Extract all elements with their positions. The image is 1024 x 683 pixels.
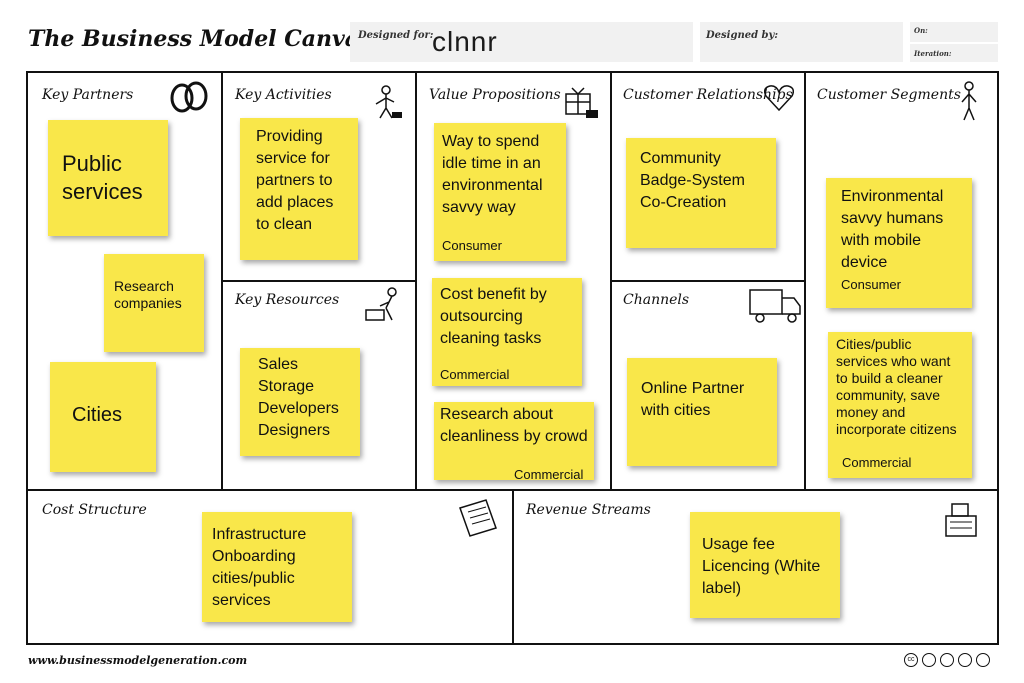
note-usage-fee[interactable]: Usage fee Licencing (White label) [690,512,840,618]
note-env-humans[interactable]: Environmental savvy humans with mobile d… [826,178,972,308]
cc-icon: cc [904,653,918,667]
note-research-companies[interactable]: Research companies [104,254,204,352]
gift-icon [565,87,598,118]
note-cost-benefit-text: Cost benefit by outsourcing cleaning tas… [440,286,547,347]
designed-by-box[interactable]: Designed by: [700,22,903,62]
note-env-humans-text: Environmental savvy humans with mobile d… [841,188,944,271]
note-cities-public[interactable]: Cities/public services who want to build… [828,332,972,478]
key-resources-hint [235,318,355,324]
designed-for-label: Designed for: [358,30,434,41]
note-providing-service[interactable]: Providing service for partners to add pl… [240,118,358,260]
cash-register-icon [945,503,977,537]
price-tag-receipt-icon [459,499,497,537]
note-cities-public-tag: Commercial [842,455,912,470]
designed-for-value: clnnr [432,26,498,57]
heart-icon [763,85,795,112]
note-providing-service-text: Providing service for partners to add pl… [256,128,334,233]
info-icon [976,653,990,667]
note-research-cleanliness[interactable]: Research about cleanliness by crowd Comm… [434,402,594,482]
note-public-services-text: Public services [62,151,143,204]
customer-segments-title: Customer Segments [817,87,961,103]
note-cities-public-text: Cities/public services who want to build… [836,336,957,437]
note-cities[interactable]: Cities [50,362,156,472]
person-lifting-icon [365,287,397,321]
key-partners-title: Key Partners [42,87,134,103]
share-alike-icon [940,653,954,667]
note-research-cleanliness-text: Research about cleanliness by crowd [440,406,588,445]
business-model-canvas [26,71,999,645]
designed-for-box[interactable]: Designed for: clnnr [350,22,693,62]
channels-title: Channels [623,292,690,308]
key-resources-title: Key Resources [235,292,340,308]
on-label: On: [914,26,928,35]
standing-person-icon [961,81,977,121]
footer-url[interactable]: www.businessmodelgeneration.com [28,654,248,667]
note-community[interactable]: Community Badge-System Co-Creation [626,138,776,248]
key-activities-title: Key Activities [235,87,332,103]
license-icons: cc [904,653,990,667]
note-community-text: Community Badge-System Co-Creation [640,150,745,211]
worker-icon [375,85,402,119]
note-sales-storage-text: Sales Storage Developers Designers [258,356,339,439]
truck-icon [749,289,801,323]
canvas-title: The Business Model Canvas [28,26,372,52]
note-cost-benefit[interactable]: Cost benefit by outsourcing cleaning tas… [432,278,582,386]
note-cities-text: Cities [72,404,123,426]
attribution-icon [922,653,936,667]
note-way-to-spend-text: Way to spend idle time in an environment… [442,133,543,216]
cost-structure-title: Cost Structure [42,502,147,518]
note-research-cleanliness-tag: Commercial [514,467,584,482]
value-propositions-title: Value Propositions [429,87,561,103]
designed-by-label: Designed by: [706,30,779,41]
note-way-to-spend[interactable]: Way to spend idle time in an environment… [434,123,566,261]
note-online-text: Online Partner with cities [641,380,745,419]
noncommercial-icon [958,653,972,667]
note-online[interactable]: Online Partner with cities [627,358,777,466]
chain-link-icon [170,81,208,113]
iteration-box[interactable]: Iteration: [910,44,998,62]
note-env-humans-tag: Consumer [841,277,901,292]
note-infrastructure[interactable]: Infrastructure Onboarding cities/public … [202,512,352,622]
note-sales-storage[interactable]: Sales Storage Developers Designers [240,348,360,456]
note-cost-benefit-tag: Commercial [440,367,510,382]
iteration-label: Iteration: [914,49,952,58]
on-date-box[interactable]: On: [910,22,998,42]
note-research-companies-text: Research companies [114,278,182,311]
note-way-to-spend-tag: Consumer [442,238,502,253]
revenue-streams-title: Revenue Streams [526,502,651,518]
customer-relationships-title: Customer Relationships [623,87,793,103]
note-infrastructure-text: Infrastructure Onboarding cities/public … [212,526,307,609]
note-usage-fee-text: Usage fee Licencing (White label) [702,536,821,597]
note-public-services[interactable]: Public services [48,120,168,236]
